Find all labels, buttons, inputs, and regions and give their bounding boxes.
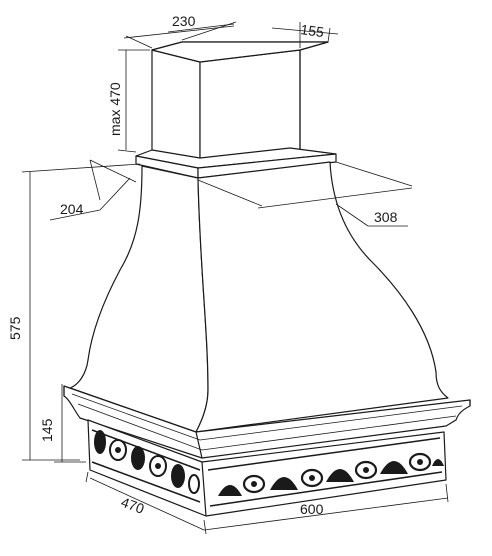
dim-duct-depth: 155	[300, 21, 326, 40]
dim-collar-width: 308	[374, 209, 398, 225]
dimension-lines	[21, 21, 449, 535]
cornice-molding	[63, 385, 471, 459]
front-ornaments	[207, 437, 444, 507]
hood-body	[69, 161, 449, 433]
cornice	[63, 385, 471, 459]
left-ornaments	[91, 429, 201, 503]
hood-front-side	[195, 161, 449, 433]
dim-base-height: 145	[39, 418, 55, 442]
duct-top-outline	[151, 41, 329, 63]
dim-total-height: 575	[7, 316, 23, 340]
dim-duct-width: 230	[172, 13, 196, 29]
ornamental-frieze	[87, 419, 447, 517]
dim-hood-width: 600	[300, 501, 324, 517]
dim-hood-depth: 470	[119, 494, 147, 517]
duct-cover	[151, 41, 329, 171]
dim-collar-depth: 204	[60, 201, 84, 217]
dim-duct-height: max 470	[107, 82, 123, 136]
collar-plate	[135, 147, 337, 179]
hood-left-side	[69, 165, 209, 433]
